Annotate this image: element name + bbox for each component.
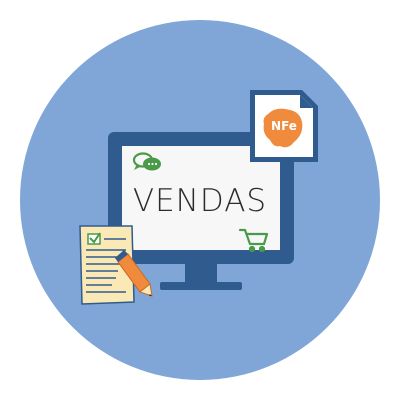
nfe-badge-label: NFe: [271, 119, 297, 133]
pencil-icon: [115, 250, 153, 297]
shopping-cart-icon: [238, 228, 269, 253]
nfe-invoice-icon: [250, 90, 318, 162]
screen-label: VENDAS: [132, 183, 268, 219]
monitor-base: [160, 282, 242, 290]
checklist-document-icon: [79, 225, 135, 305]
chat-bubbles-icon: [132, 152, 161, 171]
monitor-neck: [185, 264, 217, 282]
